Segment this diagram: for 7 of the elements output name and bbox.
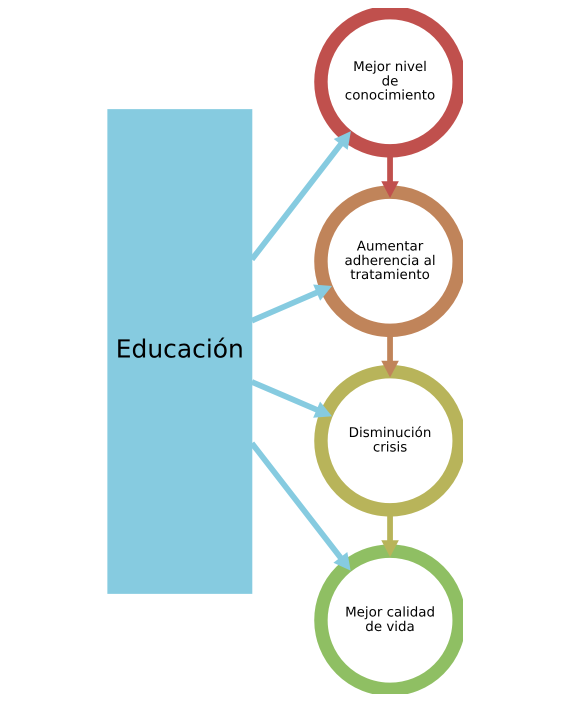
node-circle: Mejor nivel de conocimiento [314, 8, 463, 158]
arrow [250, 131, 351, 262]
node-circle: Mejor calidad de vida [314, 544, 463, 694]
node-box: Educación [107, 109, 252, 594]
arrow [250, 284, 332, 324]
arrow [250, 441, 351, 571]
arrow [250, 379, 332, 418]
